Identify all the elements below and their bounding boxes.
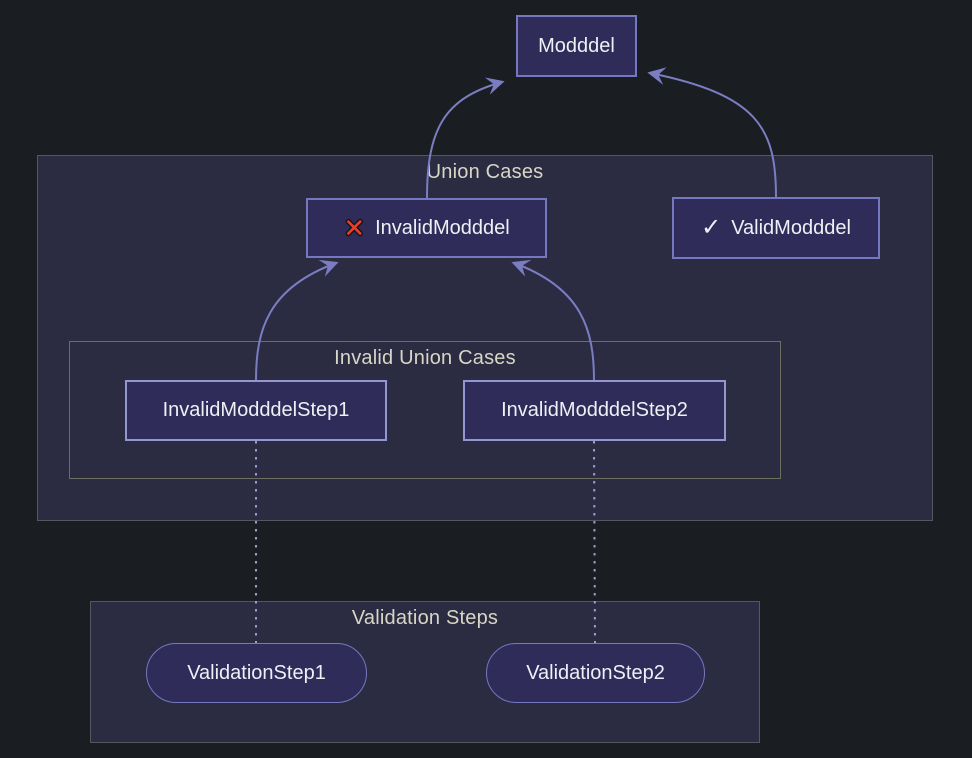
node-validation-step1: ValidationStep1 xyxy=(146,643,367,703)
node-invalid-modddel-step2: InvalidModddelStep2 xyxy=(463,380,726,441)
node-validation-step2: ValidationStep2 xyxy=(486,643,705,703)
node-validation-step2-label: ValidationStep2 xyxy=(526,661,665,684)
node-invalid-modddel-step1: InvalidModddelStep1 xyxy=(125,380,387,441)
cluster-invalid-union-cases-title: Invalid Union Cases xyxy=(334,347,516,369)
node-modddel-label: Modddel xyxy=(538,34,615,57)
node-modddel: Modddel xyxy=(516,15,637,77)
node-valid-modddel: ✓ ValidModddel xyxy=(672,197,880,259)
node-invalid-modddel: ✕ InvalidModddel xyxy=(306,198,547,258)
node-valid-modddel-label: ValidModddel xyxy=(731,216,851,239)
invalid-x-icon: ✕ xyxy=(343,213,366,243)
node-validation-step1-label: ValidationStep1 xyxy=(187,661,326,684)
cluster-validation-steps-title: Validation Steps xyxy=(351,607,499,629)
cluster-union-cases-title: Union Cases xyxy=(426,161,544,183)
node-invalid-modddel-step1-label: InvalidModddelStep1 xyxy=(162,399,350,421)
node-invalid-modddel-label: InvalidModddel xyxy=(375,216,510,239)
node-invalid-modddel-step2-label: InvalidModddelStep2 xyxy=(501,399,688,421)
valid-check-icon: ✓ xyxy=(701,214,722,241)
